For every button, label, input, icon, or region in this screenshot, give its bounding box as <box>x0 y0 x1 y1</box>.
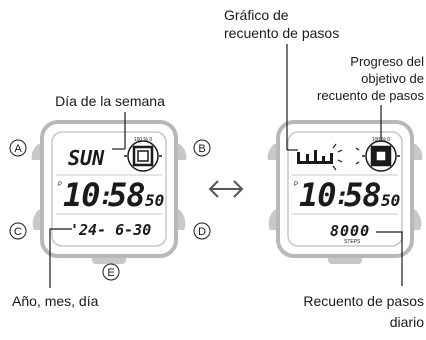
label-daily-line2: diario <box>390 314 424 330</box>
svg-text:B: B <box>198 143 205 155</box>
button-e-label: E <box>102 263 120 281</box>
time-seconds: 50 <box>381 191 400 210</box>
time-hours: 10 <box>299 176 336 214</box>
time-minutes: 58 <box>108 176 145 214</box>
watch-right: 100 % 0 P 10 : 58 50 8000 STEPS <box>267 120 423 264</box>
label-goal-line3: recuento de pasos <box>317 88 424 103</box>
watch-left-progress-ring: 100 % 0 <box>124 137 162 172</box>
label-goal-line2: objetivo de <box>361 71 424 86</box>
label-goal-line1: Progreso del <box>350 54 424 69</box>
time-colon: : <box>99 182 113 210</box>
watch-left: SUN 100 % 0 P 10 : 58 50 '24- 6-30 <box>31 120 187 264</box>
date-display: '24- 6-30 <box>70 221 151 239</box>
ring-top-text: 100 % 0 <box>134 137 153 143</box>
step-graph <box>297 143 343 171</box>
double-arrow-icon <box>208 180 244 198</box>
button-d-label: D <box>193 222 211 240</box>
label-graph-line2: recuento de pasos <box>224 25 339 41</box>
day-of-week-display: SUN <box>68 146 105 170</box>
time-minutes: 58 <box>344 176 381 214</box>
steps-unit: STEPS <box>344 239 361 245</box>
time-hours: 10 <box>63 176 100 214</box>
button-c-label: C <box>9 222 27 240</box>
leader-date <box>49 228 72 288</box>
label-date: Año, mes, día <box>12 293 99 309</box>
svg-text:E: E <box>107 267 114 279</box>
button-a-label: A <box>9 139 27 157</box>
leader-daily-steps <box>376 231 403 286</box>
button-b-label: B <box>193 139 211 157</box>
svg-text:D: D <box>198 226 206 238</box>
svg-text:A: A <box>14 143 22 155</box>
svg-text:C: C <box>14 226 22 238</box>
pm-indicator: P <box>58 182 62 188</box>
steps-display: 8000 <box>330 222 370 240</box>
label-graph-line1: Gráfico de <box>224 7 289 23</box>
time-colon: : <box>335 182 349 210</box>
time-seconds: 50 <box>145 191 164 210</box>
label-day-of-week: Día de la semana <box>55 93 165 109</box>
label-daily-line1: Recuento de pasos <box>303 293 424 309</box>
pm-indicator: P <box>294 182 298 188</box>
